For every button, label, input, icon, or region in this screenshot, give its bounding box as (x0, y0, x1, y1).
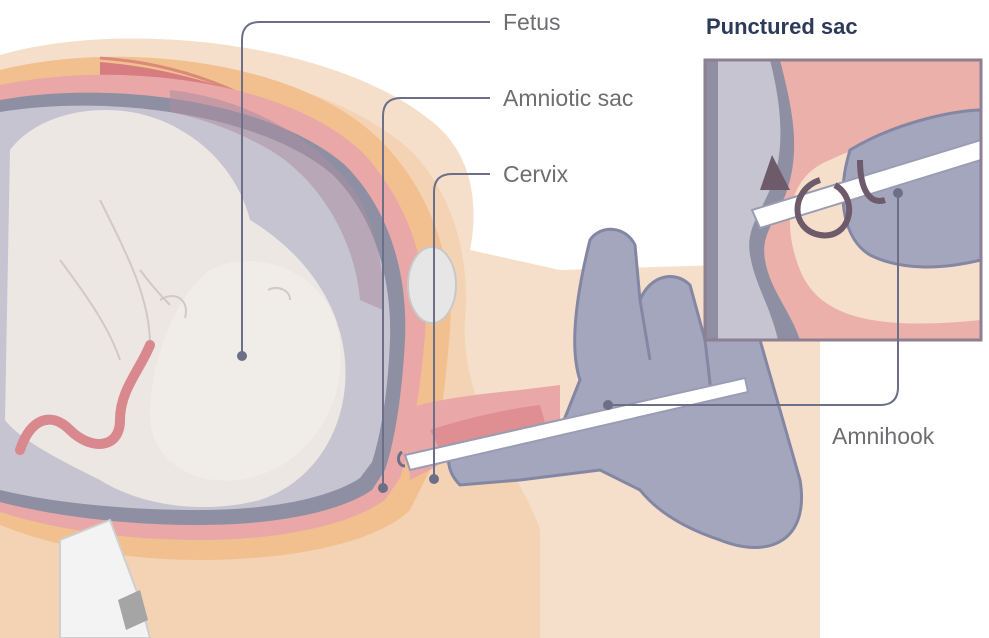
inset-punctured-sac (705, 60, 981, 340)
pubic-bone (408, 247, 456, 323)
label-amniotic-sac: Amniotic sac (503, 85, 633, 111)
inset-title: Punctured sac (706, 14, 858, 39)
label-amnihook: Amnihook (832, 423, 935, 449)
cervix-leader-dot (429, 474, 439, 484)
amnihook-leader-dot-main (603, 400, 613, 410)
amniotic-sac-leader-dot (378, 483, 388, 493)
amnihook-leader-dot-inset (893, 188, 903, 198)
label-cervix: Cervix (503, 161, 569, 187)
label-fetus: Fetus (503, 9, 561, 35)
fetus-leader-dot (237, 351, 247, 361)
